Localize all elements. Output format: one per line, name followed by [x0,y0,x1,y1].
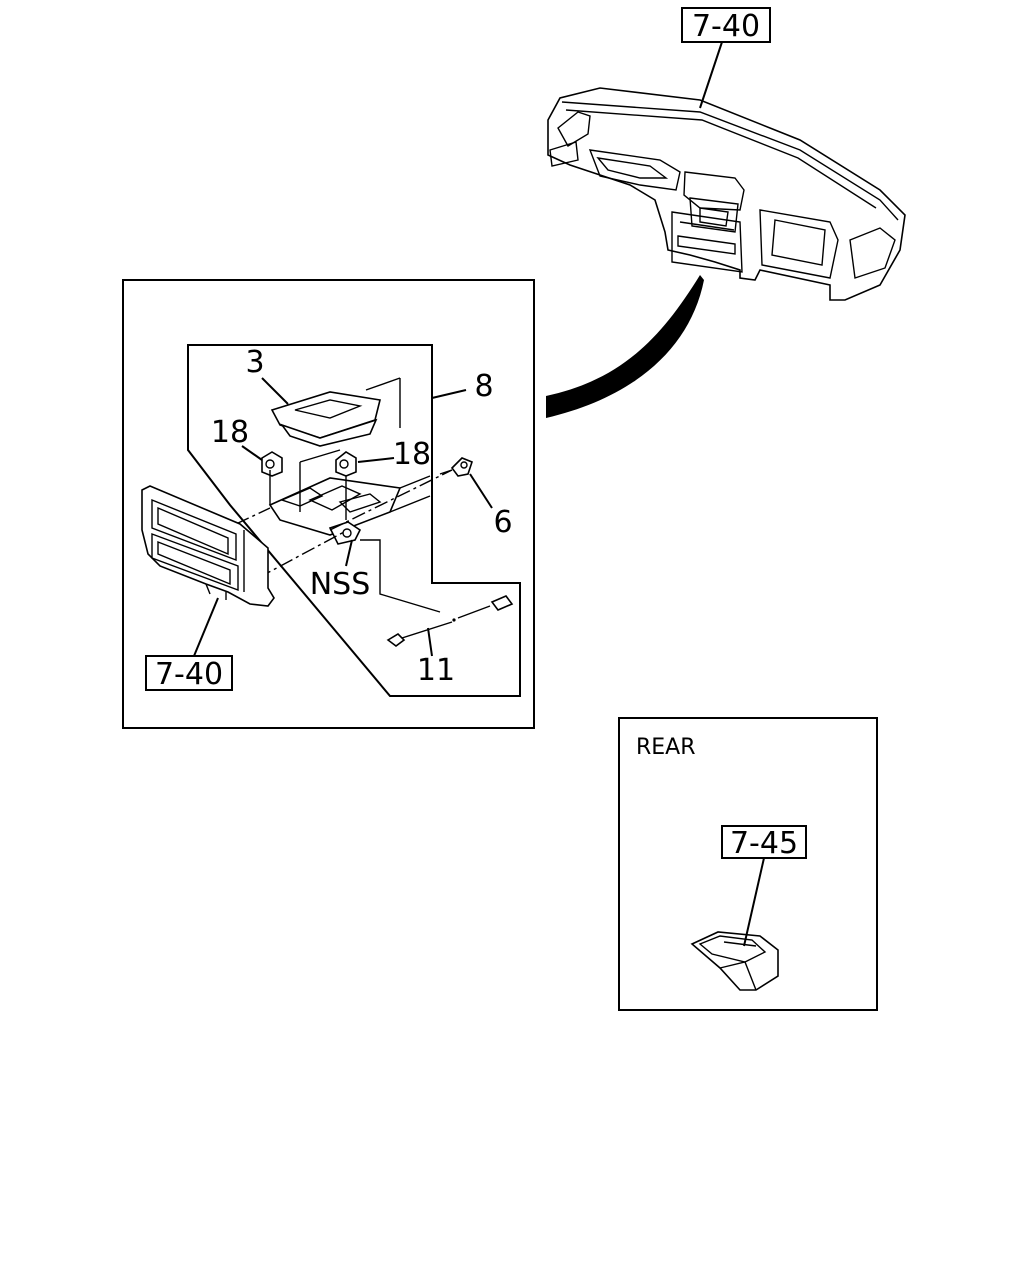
bulb-socket [328,521,362,545]
callout-dash-ref-top: 7-40 [681,7,771,109]
leader-line [261,377,289,405]
clip-part-18-left [261,451,283,477]
holder-plate [268,449,431,536]
callout-part-18-left: 18 [211,415,249,450]
tray-part-3 [270,377,401,447]
subassembly-8-outline [187,344,521,697]
rear-box-frame [618,717,878,1011]
callout-dash-ref-detail: 7-40 [145,597,233,692]
callout-part-8: 8 [474,369,493,404]
leader-line [431,389,467,399]
rear-tray [690,931,779,991]
leader-line [241,445,263,461]
callout-rear-ref-label: 7-45 [730,826,798,861]
callout-dash-ref-detail-label: 7-40 [155,657,223,692]
leader-line [743,857,765,947]
leader-line [469,473,493,509]
callout-part-11: 11 [417,653,455,688]
alignment-line [329,469,453,531]
callout-part-nss: NSS [310,567,371,602]
leader-line [699,41,723,109]
callout-rear-ref: 7-45 [721,825,807,947]
rear-box-title: REAR [636,735,696,760]
leader-line [427,627,433,657]
leader-line [345,539,353,567]
callout-part-18-right: 18 [393,437,431,472]
callout-part-3: 3 [245,345,264,380]
dashboard-assembly [547,87,906,301]
clip-part-18-right [335,451,357,477]
bulb-part-11 [386,595,514,647]
leader-line [357,457,395,463]
detail-pointer-arc [546,275,704,418]
alignment-line [257,531,345,579]
wire-lead [360,539,441,613]
callout-part-6: 6 [493,505,512,540]
alignment-line [235,507,271,525]
callout-dash-ref-top-label: 7-40 [692,9,760,44]
detail-frame [122,279,535,729]
console-bezel [141,485,275,607]
leader-line [193,597,219,657]
